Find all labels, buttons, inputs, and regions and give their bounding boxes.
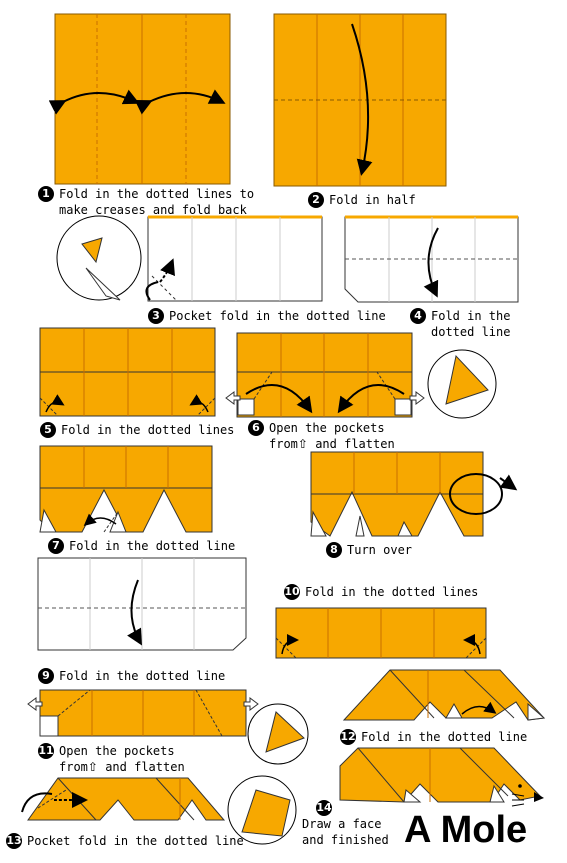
step-4-diagram: [344, 215, 519, 303]
step-6-text-2a: from: [269, 437, 298, 451]
step-12-text: Fold in the dotted line: [361, 730, 528, 744]
step-11-caption: 11 Open the pockets from⇧ and flatten: [38, 743, 185, 775]
step-6-text: Open the pockets: [269, 421, 385, 435]
step-10-text: Fold in the dotted lines: [305, 585, 479, 599]
step-14-mole: [339, 747, 544, 807]
step-6-number: 6: [248, 420, 264, 436]
step-5-caption: 5 Fold in the dotted lines: [40, 422, 234, 438]
step-8-caption: 8 Turn over: [326, 542, 412, 558]
step-5-diagram: [39, 327, 216, 417]
step-9-diagram: [37, 557, 247, 651]
step-8-number: 8: [326, 542, 342, 558]
step-1-diagram: [48, 13, 231, 185]
step-1-number: 1: [38, 186, 54, 202]
step-7-diagram: [39, 445, 213, 533]
step-7-caption: 7 Fold in the dotted line: [48, 538, 235, 554]
step-12-caption: 12 Fold in the dotted line: [340, 729, 527, 745]
step-11-text: Open the pockets: [59, 744, 175, 758]
step-10-number: 10: [284, 584, 300, 600]
step-13-caption: 13 Pocket fold in the dotted line: [6, 833, 244, 849]
step-11-number: 11: [38, 743, 54, 759]
step-12-diagram: [342, 669, 546, 721]
step-14-text: Draw a face: [302, 817, 382, 831]
step-12-number: 12: [340, 729, 356, 745]
step-4-text: Fold in the: [431, 309, 511, 323]
step-3-text: Pocket fold in the dotted line: [169, 309, 386, 323]
step-7-number: 7: [48, 538, 64, 554]
step-9-caption: 9 Fold in the dotted line: [38, 668, 225, 684]
step-3-number: 3: [148, 308, 164, 324]
step-2-text: Fold in half: [329, 193, 416, 207]
step-10-caption: 10 Fold in the dotted lines: [284, 584, 478, 600]
up-arrow-icon: ⇧: [297, 437, 308, 451]
step-11-text-2a: from: [59, 760, 88, 774]
step-14-text-2: and finished: [302, 833, 389, 847]
step-3-caption: 3 Pocket fold in the dotted line: [148, 308, 386, 324]
step-5-number: 5: [40, 422, 56, 438]
step-6-caption: 6 Open the pockets from⇧ and flatten: [248, 420, 395, 452]
step-6-diagram: [225, 332, 497, 419]
step-9-number: 9: [38, 668, 54, 684]
step-13-diagram: [21, 775, 297, 845]
step-4-text-2: dotted line: [431, 325, 511, 339]
page-title: A Mole: [404, 809, 528, 851]
step-9-text: Fold in the dotted line: [59, 669, 226, 683]
step-14-number: 14: [316, 800, 332, 816]
step-3-diagram: [56, 215, 323, 302]
step-10-diagram: [275, 607, 487, 659]
step-8-diagram: [310, 451, 518, 537]
step-6-text-2b: and flatten: [315, 437, 395, 451]
step-4-caption: 4 Fold in the dotted line: [410, 308, 510, 340]
step-13-number: 13: [6, 833, 22, 849]
step-1-text: Fold in the dotted lines to: [59, 187, 255, 201]
step-2-diagram: [273, 13, 447, 187]
step-2-number: 2: [308, 192, 324, 208]
step-4-number: 4: [410, 308, 426, 324]
step-1-caption: 1 Fold in the dotted lines to make crease…: [38, 186, 254, 218]
step-14-caption: 14 Draw a face and finished: [302, 800, 389, 848]
step-11-text-2b: and flatten: [105, 760, 185, 774]
step-13-text: Pocket fold in the dotted line: [27, 834, 244, 848]
step-2-caption: 2 Fold in half: [308, 192, 416, 208]
step-11-diagram: [27, 689, 309, 765]
step-1-text-2: make creases and fold back: [59, 203, 247, 217]
step-8-text: Turn over: [347, 543, 413, 557]
step-7-text: Fold in the dotted line: [69, 539, 236, 553]
step-5-text: Fold in the dotted lines: [61, 423, 235, 437]
up-arrow-icon: ⇧: [87, 760, 98, 774]
